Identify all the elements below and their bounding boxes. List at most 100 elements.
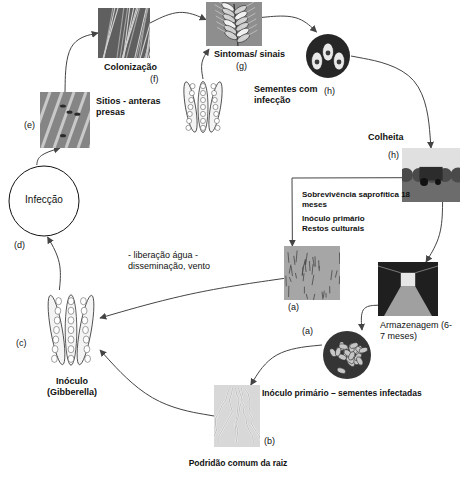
callout-letter: (c) [16, 338, 36, 349]
wheat-awn [241, 8, 255, 16]
storage-door [401, 273, 415, 287]
stubble [294, 256, 295, 265]
seed-photo-picture [322, 330, 372, 380]
root-photo: Podridão comum da raiz(b) [214, 385, 260, 447]
infected-seed-photo: Sementes com infecção(h) [305, 32, 351, 80]
ascospore [68, 326, 74, 333]
ascus-drawing [181, 81, 225, 133]
stubble [322, 292, 324, 300]
ascospore [189, 97, 194, 102]
ascospore [189, 90, 194, 95]
ascospore [83, 336, 89, 343]
fungal-spot [337, 60, 342, 65]
ascospore [68, 317, 74, 324]
combine-wheel [420, 178, 428, 186]
ascus-outline [198, 81, 208, 132]
photo-ground [323, 331, 371, 379]
ascospore [186, 125, 191, 130]
anther-photo-picture [40, 92, 90, 148]
stubble [313, 257, 315, 266]
wheat-culm [122, 8, 136, 58]
wheat-awn [214, 2, 228, 7]
colonization-photo: Colonização(f) [98, 8, 150, 58]
anther-photo: Sitios - anteras presas(e) [40, 92, 90, 148]
storage-floor [384, 286, 432, 316]
wheat-awn [243, 25, 257, 33]
fungal-spot [315, 60, 320, 65]
caption-text: Podridão comum da raiz [168, 458, 308, 468]
callout-letter: (h) [388, 150, 402, 161]
harvest-photo: Colheita(h) [402, 148, 460, 202]
callout-letter: (f) [150, 74, 170, 85]
harvest-photo-picture [402, 148, 460, 202]
ascus-outline [45, 294, 69, 365]
tree-crown [451, 168, 460, 183]
wheat-awn [243, 30, 257, 38]
storage-beam [415, 266, 438, 273]
caption-text: Armazenagem (6-7 meses) [380, 320, 454, 342]
callout-letter: (e) [24, 120, 40, 131]
ascospore [212, 90, 217, 95]
seed-grain [358, 346, 368, 354]
wheat-awn [242, 19, 256, 27]
cycle-arrow [426, 202, 443, 262]
root-strand [219, 388, 233, 442]
stubble [287, 252, 289, 262]
cycle-arrow [150, 12, 206, 23]
caption-text: Inóculo primário – sementes infectadas [262, 388, 462, 398]
inoculum-drawing: (c)Inóculo (Gibberella) [42, 290, 100, 370]
ascospore [68, 307, 74, 314]
stubble [335, 270, 337, 277]
callout-letter: (b) [264, 436, 284, 447]
ascospore [211, 84, 216, 89]
stubble [296, 251, 297, 263]
photo-ground [214, 385, 260, 447]
stubble [289, 277, 291, 282]
ascospore [213, 104, 218, 109]
ascospore [54, 326, 60, 333]
fungal-spot [326, 51, 331, 56]
storage-photo: Armazenagem (6-7 meses) [378, 262, 438, 316]
trapped-anther [60, 104, 66, 107]
residue-photo: Sobrevivência saprofítica 18 mesesInócul… [284, 246, 340, 300]
stubble [331, 270, 332, 280]
ascospore [56, 298, 62, 305]
inoculum-drawing-picture [42, 290, 100, 370]
residue-photo-picture [284, 246, 340, 300]
caption-text: Sintomas/ sinais [214, 49, 304, 60]
caption-text: Colonização [104, 62, 174, 73]
ascospore [201, 97, 206, 102]
ascospore [201, 90, 206, 95]
cycle-arrow [48, 237, 61, 290]
tree-crown [402, 168, 413, 182]
root-strand [241, 388, 254, 442]
ascospore [68, 336, 74, 343]
root-strand-edge [245, 388, 261, 442]
cycle-arrow [351, 56, 431, 148]
stubble [289, 265, 291, 274]
root-strand-edge [219, 388, 233, 442]
stubble [314, 256, 315, 266]
ascospore [215, 125, 220, 130]
colonization-photo-picture [98, 8, 150, 58]
symptom-photo: Sintomas/ sinais(g) [206, 2, 262, 46]
ascospore [81, 298, 87, 305]
leaf-band [42, 92, 62, 148]
node-label: Infecção [8, 194, 80, 206]
ascus-outline [206, 81, 225, 133]
trapped-anther [74, 113, 80, 116]
ascospore [201, 111, 206, 116]
cycle-arrow [262, 16, 317, 32]
stubble [339, 276, 340, 284]
caption-text: Sitios - anteras presas [96, 96, 176, 118]
ascospore [214, 111, 219, 116]
ascospore [190, 84, 195, 89]
stubble [339, 253, 340, 264]
stubble [302, 267, 304, 276]
infection-outline [9, 166, 79, 236]
seed-grain [334, 52, 345, 70]
wheat-culm [140, 8, 150, 58]
stubble [312, 275, 314, 285]
cycle-arrow [37, 148, 60, 165]
